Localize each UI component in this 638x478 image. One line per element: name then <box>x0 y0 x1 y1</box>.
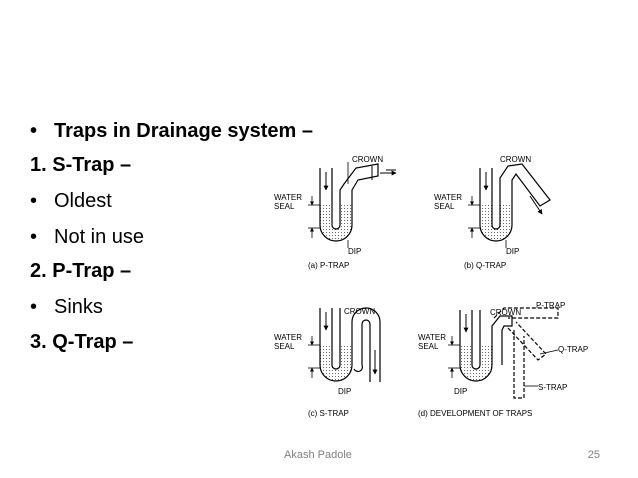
caption-a: (a) P-TRAP <box>308 261 349 270</box>
footer-author: Akash Padole <box>284 449 352 461</box>
slide-line-4: •Not in use <box>30 226 145 248</box>
label-seal: SEAL <box>434 202 455 211</box>
bullet-marker: • <box>30 226 38 248</box>
label-s-trap: S-TRAP <box>538 383 567 392</box>
label-seal: SEAL <box>418 342 439 351</box>
slide-line-7: 3. Q-Trap – <box>30 331 134 353</box>
label-p-trap: P-TRAP <box>536 301 565 310</box>
caption-d: (d) DEVELOPMENT OF TRAPS <box>418 409 532 418</box>
slide-line-1: •Traps in Drainage system – <box>30 120 314 142</box>
label-dip: DIP <box>454 387 467 396</box>
label-water: WATER <box>274 333 302 342</box>
label-dip: DIP <box>506 247 519 256</box>
slide-line-5: 2. P-Trap – <box>30 260 132 282</box>
caption-c: (c) S-TRAP <box>308 409 349 418</box>
label-crown: CROWN <box>344 307 375 316</box>
slide-line-6: •Sinks <box>30 296 103 318</box>
slide-line-2: 1. S-Trap – <box>30 154 132 176</box>
label-q-trap: Q-TRAP <box>558 345 588 354</box>
label-dip: DIP <box>338 387 351 396</box>
label-water: WATER <box>418 333 446 342</box>
label-crown: CROWN <box>352 155 383 164</box>
label-crown: CROWN <box>490 308 521 317</box>
bullet-marker: • <box>30 120 38 142</box>
bullet-marker: • <box>30 190 38 212</box>
slide-line-3: •Oldest <box>30 190 112 212</box>
traps-diagram: CROWN WATER SEAL DIP (a) P-TRAP CROWN WA… <box>274 155 588 418</box>
label-seal: SEAL <box>274 342 295 351</box>
s-trap-figure <box>308 307 381 382</box>
development-of-traps-figure <box>448 307 559 399</box>
label-seal: SEAL <box>274 202 295 211</box>
caption-b: (b) Q-TRAP <box>464 261 506 270</box>
label-water: WATER <box>274 193 302 202</box>
page-number: 25 <box>587 449 600 461</box>
bullet-marker: • <box>30 296 38 318</box>
label-dip: DIP <box>348 247 361 256</box>
p-trap-figure <box>308 162 397 248</box>
label-water: WATER <box>434 193 462 202</box>
label-crown: CROWN <box>500 155 531 164</box>
q-trap-figure <box>468 163 551 248</box>
